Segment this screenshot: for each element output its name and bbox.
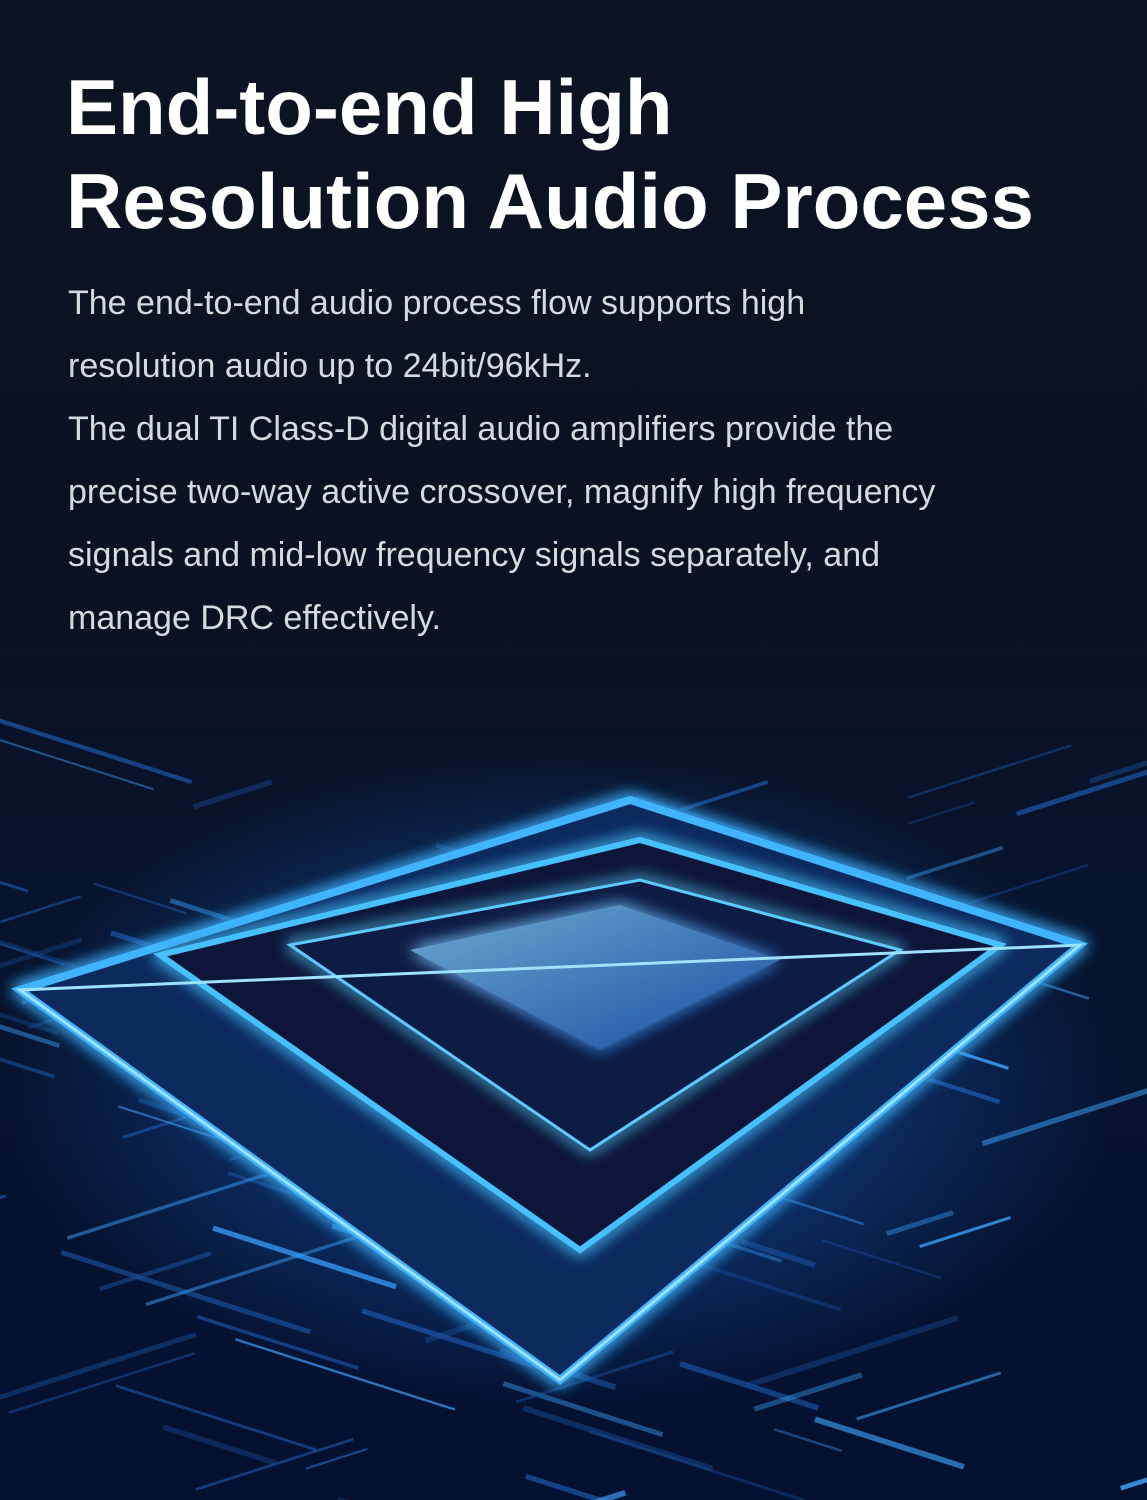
headline-line-2: Resolution Audio Process: [66, 157, 1034, 245]
circuit-trace: [0, 942, 66, 967]
circuit-trace: [907, 744, 1072, 799]
description-line: The dual TI Class-D digital audio amplif…: [68, 410, 894, 448]
circuit-trace: [0, 739, 154, 791]
circuit-trace: [0, 718, 193, 785]
circuit-trace: [588, 1430, 809, 1500]
circuit-trace: [192, 779, 273, 810]
headline-line-1: End-to-end High: [66, 63, 673, 151]
circuit-trace: [0, 895, 82, 924]
description-line: signals and mid-low frequency signals se…: [68, 536, 881, 574]
circuit-trace: [0, 1332, 197, 1400]
circuit-trace: [525, 1473, 609, 1500]
chip-glow-edge: [15, 943, 1085, 1382]
circuit-trace: [522, 1405, 714, 1472]
circuit-trace: [1119, 1477, 1147, 1491]
circuit-trace: [0, 880, 29, 893]
circuit-trace: [1015, 769, 1147, 817]
circuit-trace: [907, 801, 975, 825]
chip-core: [410, 905, 780, 1050]
glowing-chip-illustration: [0, 718, 1147, 1500]
circuit-trace: [856, 1371, 1002, 1421]
circuit-trace: [305, 1447, 368, 1470]
circuit-trace: [773, 1428, 843, 1453]
circuit-trace: [0, 1194, 7, 1200]
circuit-trace: [1088, 760, 1147, 784]
description-line: manage DRC effectively.: [68, 599, 441, 637]
headline: End-to-end High Resolution Audio Process: [66, 60, 1034, 248]
description-line: resolution audio up to 24bit/96kHz.: [68, 347, 592, 385]
description-line: The end-to-end audio process flow suppor…: [68, 284, 806, 322]
circuit-trace: [8, 1351, 196, 1414]
circuit-trace: [195, 1437, 354, 1491]
description: The end-to-end audio process flow suppor…: [68, 272, 1138, 650]
circuit-trace: [814, 1416, 965, 1470]
circuit-trace: [162, 1424, 277, 1466]
circuit-trace: [753, 1372, 863, 1412]
circuit-trace: [115, 1384, 317, 1452]
description-line: precise two-way active crossover, magnif…: [68, 473, 936, 511]
